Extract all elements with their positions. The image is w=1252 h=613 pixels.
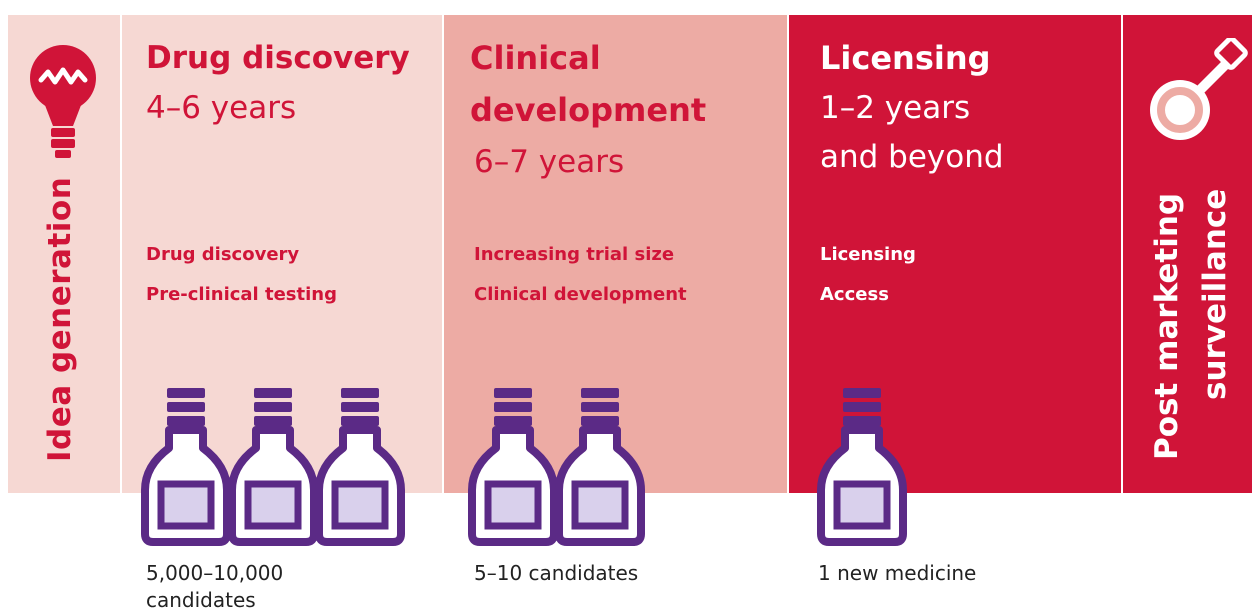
clinical-duration: 6–7 years <box>474 144 625 180</box>
activity-item: Licensing <box>820 244 916 265</box>
licensing-duration-line2: and beyond <box>820 139 1004 175</box>
activity-item: Increasing trial size <box>474 244 675 265</box>
clinical-activities: Increasing trial size Clinical developme… <box>474 235 687 315</box>
medicine-bottle-icon <box>815 386 909 546</box>
candidates-line1: 5,000–10,000 <box>146 561 284 585</box>
magnifying-glass-icon <box>1150 38 1248 140</box>
medicine-bottle-icon <box>466 386 560 546</box>
stage-clinical-panel <box>444 15 787 493</box>
medicine-bottle-icon <box>313 386 407 546</box>
activity-item: Pre-clinical testing <box>146 284 337 305</box>
stage-discovery-panel <box>122 15 442 493</box>
post-marketing-label-line1: Post marketing <box>1149 192 1185 460</box>
discovery-title: Drug discovery <box>146 40 410 76</box>
idea-generation-label: Idea generation <box>42 176 78 462</box>
discovery-activities: Drug discovery Pre-clinical testing <box>146 235 337 315</box>
activity-item: Clinical development <box>474 284 687 305</box>
licensing-title: Licensing <box>820 39 991 77</box>
discovery-duration: 4–6 years <box>146 90 297 126</box>
medicine-bottle-icon <box>139 386 233 546</box>
licensing-activities: Licensing Access <box>820 235 916 315</box>
stage-licensing-panel <box>789 15 1121 493</box>
post-marketing-label-line2: surveillance <box>1197 188 1233 400</box>
clinical-title-line1: Clinical <box>470 39 601 77</box>
clinical-title-line2: development <box>470 91 707 129</box>
medicine-bottle-icon <box>553 386 647 546</box>
lightbulb-icon <box>30 45 96 158</box>
licensing-candidates: 1 new medicine <box>818 561 977 585</box>
medicine-bottle-icon <box>226 386 320 546</box>
activity-item: Drug discovery <box>146 244 300 265</box>
discovery-candidates: 5,000–10,000 candidates <box>146 560 346 613</box>
activity-item: Access <box>820 284 889 305</box>
clinical-candidates: 5–10 candidates <box>474 561 639 585</box>
licensing-duration-line1: 1–2 years <box>820 90 971 126</box>
candidates-line2: candidates <box>146 588 256 612</box>
